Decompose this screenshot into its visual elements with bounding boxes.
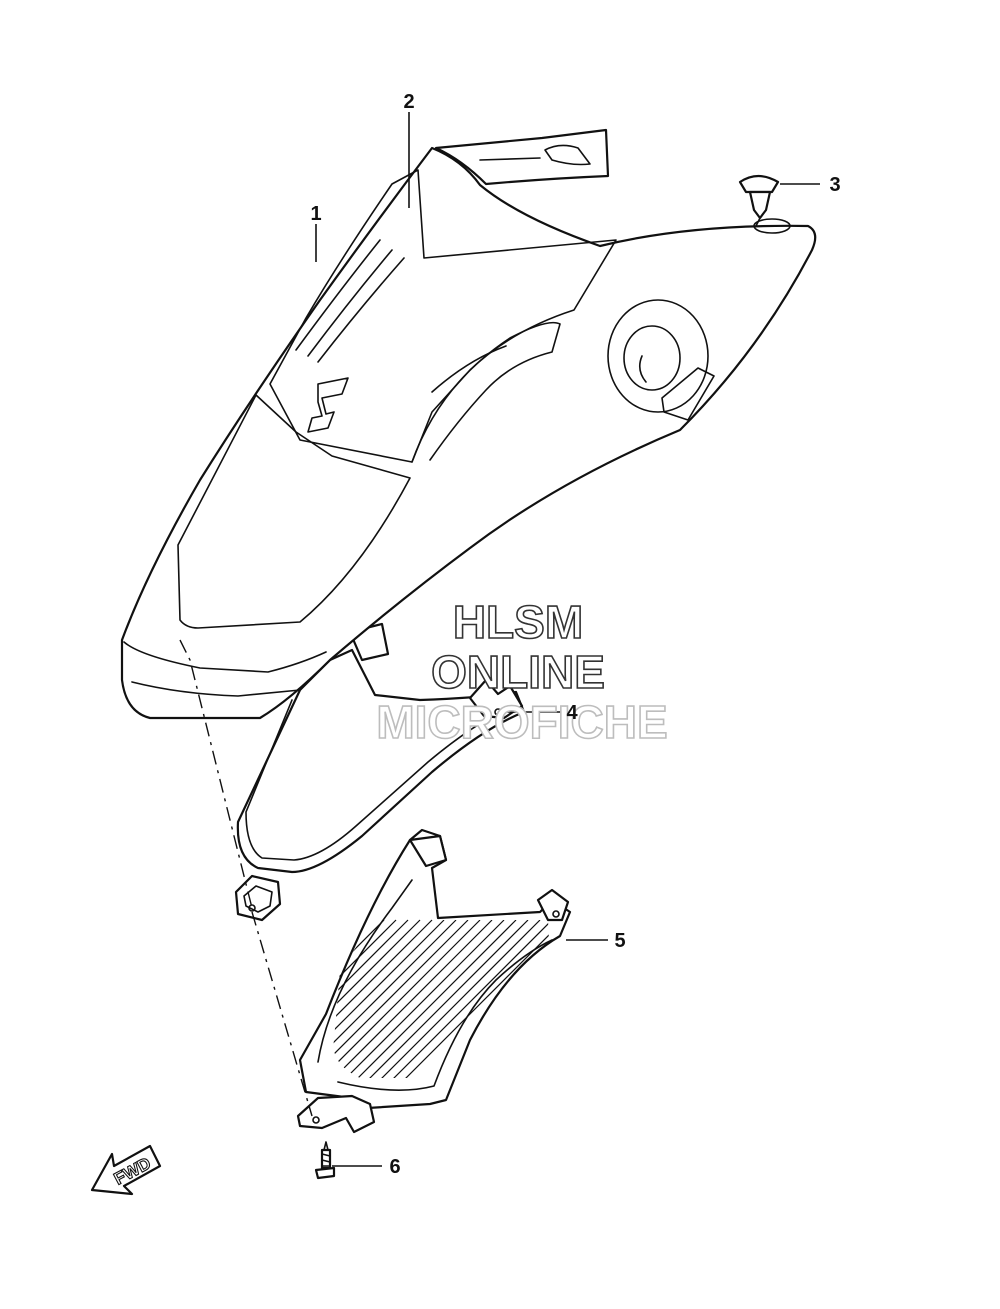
- watermark-line-3: MICROFICHE: [376, 696, 667, 748]
- callout-3: 3: [829, 174, 840, 196]
- callout-5: 5: [614, 930, 625, 952]
- part-1-front-cowl: [120, 128, 817, 909]
- part-3-push-rivet: [738, 174, 780, 227]
- callout-2: 2: [403, 91, 414, 113]
- watermark-line-1: HLSM: [453, 596, 583, 648]
- part-6-screw: [314, 1141, 336, 1180]
- callout-4: 4: [566, 702, 578, 724]
- callout-6: 6: [389, 1156, 400, 1178]
- leader-lines: [315, 112, 820, 1167]
- fwd-arrow-icon: FWD: [90, 1144, 162, 1196]
- watermark-line-2: ONLINE: [431, 646, 605, 698]
- callout-1: 1: [310, 203, 321, 225]
- watermark: HLSM ONLINE MICROFICHE: [376, 595, 669, 749]
- part-5-inner-cover: [251, 828, 572, 1134]
